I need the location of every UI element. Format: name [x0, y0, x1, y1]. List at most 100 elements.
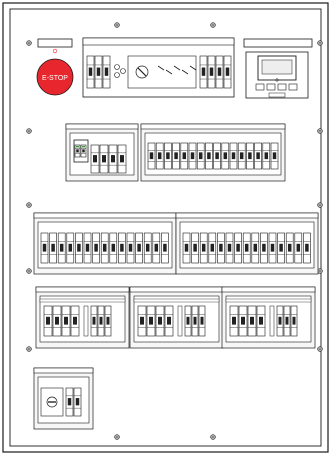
rcbo-group-2-aux-breaker-1 [184, 305, 192, 337]
rcbo-group-1-enclosure-header-strip [35, 286, 130, 293]
meter-screen [261, 59, 293, 75]
isolator-breaker [65, 387, 74, 417]
main-mcb-left-2 [94, 55, 103, 89]
breaker-toggle [92, 316, 96, 325]
breaker-toggle [145, 243, 150, 252]
main-switch-header [82, 37, 235, 46]
mcb16-breaker-2 [155, 142, 164, 170]
breaker-toggle [111, 155, 115, 163]
main-mcb-left-1 [86, 55, 95, 89]
mcb-right-breaker-12 [277, 232, 285, 264]
changeover-contact-icon [173, 65, 181, 71]
mcb-right-breaker-4 [208, 232, 217, 264]
rcd-group-enclosure-header-strip [65, 123, 139, 130]
mcb-right-breaker-6 [225, 232, 234, 264]
panel-screw-icon [317, 268, 323, 274]
mcb16-breaker-15 [262, 142, 271, 170]
rcbo-group-3-main-breaker-3 [247, 305, 257, 337]
estop-pilot-icon [52, 48, 58, 54]
rcd-toggle [80, 144, 87, 158]
breaker-toggle [55, 316, 59, 325]
mcb16-breaker-9 [213, 142, 221, 170]
panel-screw-icon [26, 268, 32, 274]
mcb-right-breaker-2 [191, 232, 199, 264]
breaker-toggle [248, 152, 252, 160]
breaker-toggle [241, 316, 245, 325]
breaker-toggle [94, 243, 98, 252]
rcbo-group-1-aux-breaker-1 [90, 305, 98, 337]
breaker-toggle [64, 316, 68, 325]
breaker-toggle [77, 243, 81, 252]
mcb16-breaker-3 [164, 142, 172, 170]
changeover-contact-icon [157, 65, 165, 71]
mcb-left-breaker-7 [92, 232, 100, 264]
mcb-left-breaker-11 [126, 232, 135, 264]
breaker-toggle [190, 152, 195, 160]
breaker-toggle [128, 243, 133, 252]
breaker-toggle [111, 243, 116, 252]
knob-pointer [137, 67, 147, 77]
panel-screw-icon [317, 128, 323, 134]
breaker-toggle [236, 243, 240, 252]
mcb-left-breaker-4 [66, 232, 75, 264]
meter-key-button [266, 83, 276, 91]
estop-button-icon [36, 58, 74, 96]
mcb-left-breaker-13 [143, 232, 152, 264]
breaker-toggle [85, 243, 90, 252]
breaker-toggle [250, 316, 254, 325]
breaker-toggle [278, 316, 282, 325]
breaker-toggle [285, 316, 289, 325]
breaker-toggle [259, 316, 263, 325]
breaker-toggle [270, 243, 275, 252]
mcb16-breaker-16 [270, 142, 279, 170]
rcbo-group-1-aux-breaker-2 [97, 305, 105, 337]
mcb-left-breaker-2 [49, 232, 57, 264]
mcb16-breaker-12 [237, 142, 246, 170]
panel-layer: E-STOP [2, 2, 329, 453]
breaker-toggle [200, 316, 204, 325]
breaker-toggle [239, 152, 244, 160]
breaker-toggle [59, 243, 64, 252]
rcbo-group-2-main-breaker-2 [146, 305, 156, 337]
breaker-toggle [137, 243, 141, 252]
mcb-bank-left-enclosure-header-strip [33, 212, 177, 219]
mcb-right-breaker-10 [260, 232, 268, 264]
mcb-left-breaker-6 [83, 232, 92, 264]
breaker-toggle [186, 316, 190, 325]
breaker-toggle [219, 243, 223, 252]
mcb-right-breaker-15 [303, 232, 311, 264]
breaker-toggle [209, 67, 214, 76]
rcbo-group-2-main-breaker-4 [164, 305, 174, 337]
breaker-toggle [42, 243, 47, 252]
breaker-toggle [193, 243, 197, 252]
main-mcb-right-1 [199, 55, 208, 89]
breaker-toggle [104, 67, 109, 76]
rcbo-group-1-busbar [39, 298, 126, 303]
estop-label-plate [37, 38, 73, 48]
rcbo-group-3-main-breaker-4 [256, 305, 266, 337]
mcb16-breaker-11 [229, 142, 238, 170]
changeover-contact-icon [165, 69, 173, 75]
breaker-toggle [67, 398, 72, 406]
breaker-toggle [201, 243, 206, 252]
breaker-toggle [68, 243, 73, 252]
breaker-toggle [253, 243, 258, 252]
breaker-toggle [73, 316, 77, 325]
rcbo-group-3-aux-breaker-2 [283, 305, 291, 337]
panel-inner [9, 8, 322, 447]
changeover-contact-icon [181, 69, 189, 75]
indicator-lamp-icon [120, 68, 126, 74]
breaker-toggle [140, 316, 144, 325]
rcbo-group-3-rcd-tester [269, 305, 275, 337]
breaker-toggle [120, 243, 124, 252]
rcbo-group-2-busbar [133, 298, 220, 303]
breaker-toggle [167, 316, 171, 325]
breaker-toggle [272, 152, 277, 160]
meter-key-button [255, 83, 265, 91]
breaker-toggle [166, 152, 170, 160]
breaker-toggle [82, 149, 85, 153]
mcb-left-breaker-1 [40, 232, 49, 264]
rcd-toggle [74, 144, 81, 158]
main-mcb-right-4 [223, 55, 232, 89]
breaker-toggle [102, 155, 106, 163]
